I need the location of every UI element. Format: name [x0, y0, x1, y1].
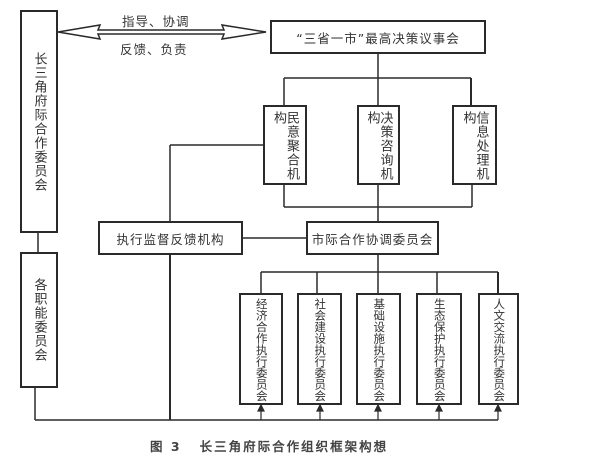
feedback-arrow-head-icon	[316, 403, 324, 412]
feedback-arrow-head-icon	[374, 403, 382, 412]
supervision-label: 执行监督反馈机构	[116, 231, 225, 247]
support-body-box: 民意聚合机构	[263, 105, 307, 185]
executive-committee-label: 人文交流执行委员会	[492, 298, 507, 402]
executive-committee-label: 生态保护执行委员会	[432, 298, 447, 402]
executive-committee-box: 社会建设执行委员会	[297, 293, 342, 405]
executive-committee-box: 基础设施执行委员会	[356, 293, 401, 405]
top-council-label: “三省一市”最高决策议事会	[296, 30, 460, 46]
top-council-box: “三省一市”最高决策议事会	[270, 20, 486, 54]
arrow-label-feedback: 反馈、负责	[120, 42, 188, 57]
executive-committee-label: 社会建设执行委员会	[313, 298, 328, 402]
figure-number: 图 3	[150, 439, 182, 454]
support-body-label: 决策咨询机构	[364, 111, 393, 181]
feedback-arrow-head-icon	[257, 403, 265, 412]
coordination-box: 市际合作协调委员会	[306, 221, 439, 255]
support-body-box: 决策咨询机构	[357, 105, 400, 185]
support-body-label: 信息处理机构	[460, 111, 489, 181]
supervision-box: 执行监督反馈机构	[98, 221, 243, 255]
feedback-arrow-head-icon	[435, 403, 443, 412]
figure-title: 长三角府际合作组织框架构想	[199, 439, 389, 454]
double-arrow	[57, 24, 267, 40]
feedback-arrow-head-icon	[494, 403, 502, 412]
coordination-label: 市际合作协调委员会	[311, 231, 434, 247]
executive-committee-label: 基础设施执行委员会	[372, 298, 387, 402]
functional-committees-label: 各职能委员会	[31, 278, 47, 362]
yrd-cooperation-committee-label: 长三角府际合作委员会	[31, 51, 47, 192]
executive-committee-box: 生态保护执行委员会	[416, 293, 462, 405]
arrow-label-guidance: 指导、协调	[122, 14, 190, 29]
figure-caption: 图 3 长三角府际合作组织框架构想	[150, 436, 388, 455]
functional-committees-box: 各职能委员会	[20, 252, 58, 388]
executive-committee-box: 经济合作执行委员会	[239, 293, 283, 405]
executive-committee-label: 经济合作执行委员会	[254, 298, 269, 402]
support-body-label: 民意聚合机构	[271, 111, 299, 181]
support-body-box: 信息处理机构	[452, 105, 497, 185]
yrd-cooperation-committee-box: 长三角府际合作委员会	[20, 10, 58, 233]
executive-committee-box: 人文交流执行委员会	[478, 293, 519, 405]
